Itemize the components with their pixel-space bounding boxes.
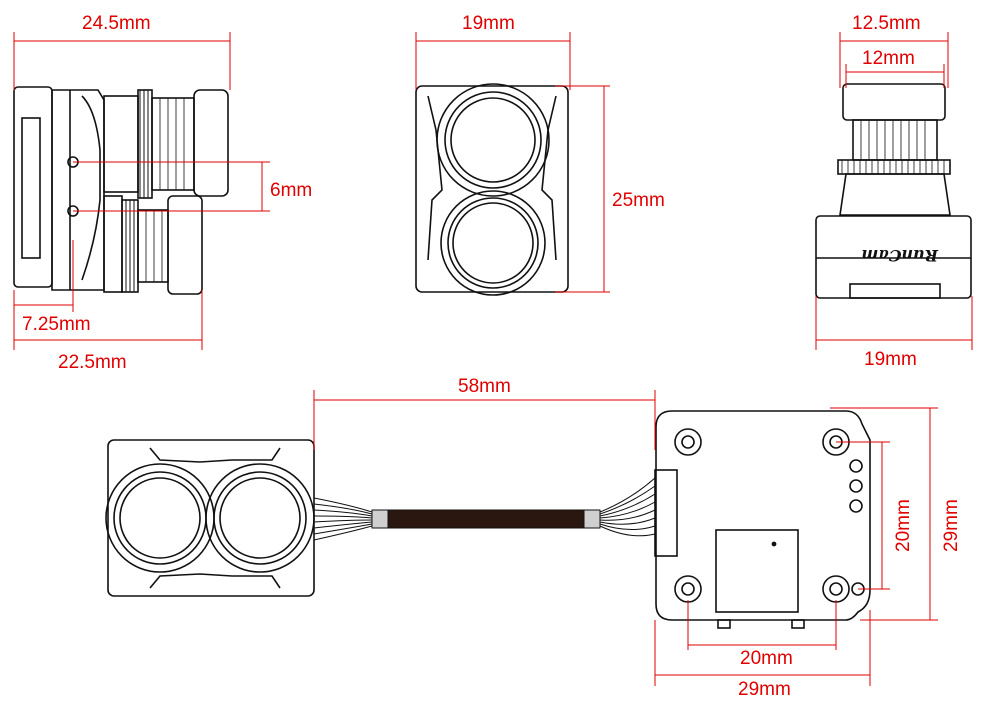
side-view-dimension-lines xyxy=(13,32,270,350)
cable-length-label: 58mm xyxy=(458,376,511,397)
front-width-label: 19mm xyxy=(462,13,515,34)
board-height-label: 29mm xyxy=(941,499,962,552)
runcam-logo: RunCam xyxy=(861,246,939,265)
top-view-dimension-lines xyxy=(815,32,973,350)
front-view xyxy=(415,83,569,296)
control-board xyxy=(654,410,871,629)
cable-sleeve-left xyxy=(371,509,389,529)
board-hole-v-label: 20mm xyxy=(893,499,914,552)
cable-sleeve-right xyxy=(583,509,601,529)
bottom-dimension-lines xyxy=(313,390,938,686)
board-hole-h-label: 20mm xyxy=(740,648,793,669)
top-width-label: 19mm xyxy=(864,349,917,370)
top-view xyxy=(815,83,972,299)
cable-body xyxy=(387,509,585,529)
camera-front-dual-lens xyxy=(105,439,315,597)
front-height-label: 25mm xyxy=(612,190,665,211)
lens-spacing-label: 6mm xyxy=(270,180,312,201)
ribbon-cable xyxy=(313,477,656,541)
side-back-depth-label: 7.25mm xyxy=(22,314,91,335)
side-total-length-label: 24.5mm xyxy=(82,13,151,34)
side-body-length-label: 22.5mm xyxy=(58,352,127,373)
front-view-dimension-lines xyxy=(415,32,610,293)
side-view xyxy=(13,86,229,295)
top-lens-outer-label: 12.5mm xyxy=(852,13,921,34)
top-lens-inner-label: 12mm xyxy=(862,48,915,69)
board-width-label: 29mm xyxy=(738,679,791,700)
